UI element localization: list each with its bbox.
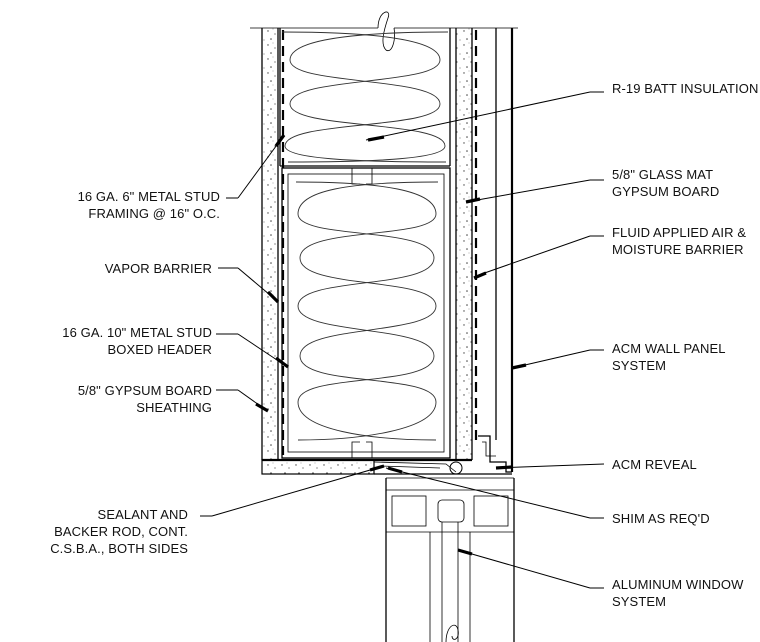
label-vapor-barrier: VAPOR BARRIER bbox=[104, 261, 212, 276]
leader-shim bbox=[385, 466, 604, 519]
leader-sealant bbox=[200, 464, 385, 517]
label-shim: SHIM AS REQ'D bbox=[612, 511, 710, 526]
leader-gypsum-sheathing bbox=[216, 389, 269, 413]
interior-gypsum-sheathing bbox=[261, 28, 279, 460]
leader-glass-mat bbox=[465, 179, 604, 204]
leader-acm-panel bbox=[511, 349, 604, 370]
metal-stud-6-framing bbox=[279, 28, 451, 167]
top-break-line bbox=[250, 11, 518, 52]
label-acm-reveal: ACM REVEAL bbox=[612, 457, 697, 472]
leader-batt-insulation bbox=[365, 91, 604, 142]
label-gypsum-sheathing: 5/8" GYPSUM BOARD SHEATHING bbox=[77, 383, 212, 415]
label-fluid-barrier: FLUID APPLIED AIR & MOISTURE BARRIER bbox=[612, 225, 747, 257]
leader-metal-stud-10 bbox=[216, 333, 289, 369]
label-glass-mat-gypsum: 5/8" GLASS MAT GYPSUM BOARD bbox=[612, 167, 720, 199]
label-acm-wall-panel: ACM WALL PANEL SYSTEM bbox=[612, 341, 726, 373]
acm-wall-panel bbox=[478, 28, 514, 473]
leader-acm-reveal bbox=[495, 463, 605, 470]
label-aluminum-window: ALUMINUM WINDOW SYSTEM bbox=[612, 577, 744, 609]
batt-insulation-header bbox=[295, 181, 439, 441]
batt-insulation-upper bbox=[281, 31, 449, 163]
label-metal-stud-10: 16 GA. 10" METAL STUD BOXED HEADER bbox=[62, 325, 212, 357]
label-batt-insulation: R-19 BATT INSULATION bbox=[612, 81, 759, 96]
leader-vapor-barrier bbox=[218, 267, 280, 304]
leader-fluid-barrier bbox=[473, 235, 604, 280]
leader-window bbox=[457, 548, 604, 589]
label-metal-stud-6: 16 GA. 6" METAL STUD FRAMING @ 16" O.C. bbox=[77, 189, 220, 221]
metal-stud-10-boxed-header bbox=[281, 167, 451, 459]
label-sealant-backer-rod: SEALANT AND BACKER ROD, CONT. C.S.B.A., … bbox=[50, 507, 188, 556]
glass-mat-gypsum-board bbox=[455, 28, 473, 460]
aluminum-window-frame bbox=[385, 477, 515, 642]
leader-metal-stud-6 bbox=[226, 134, 286, 199]
wall-bottom-sill bbox=[261, 458, 512, 475]
